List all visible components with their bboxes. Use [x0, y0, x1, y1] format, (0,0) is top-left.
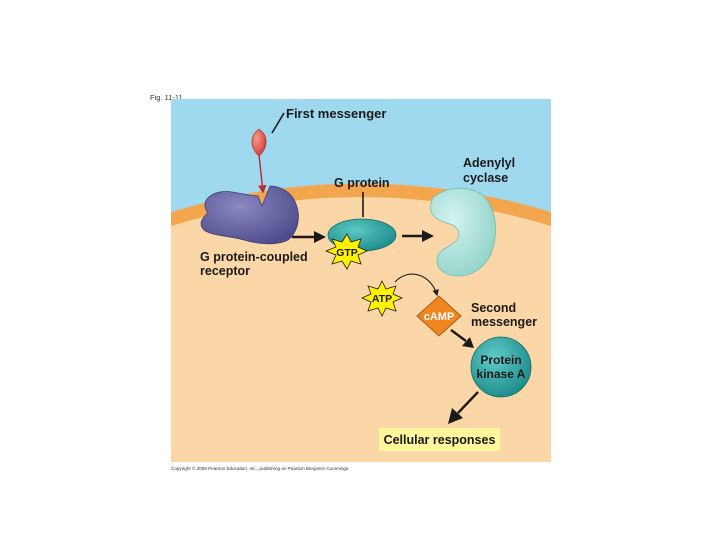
- arrow-receptor-to-gprotein: [292, 231, 326, 243]
- protein-kinase-a: Protein kinase A: [470, 336, 532, 398]
- g-protein-coupled-receptor: G protein-coupled receptor: [200, 185, 308, 278]
- gtp-label: GTP: [336, 247, 358, 259]
- arrow-atp-to-camp: [394, 273, 439, 297]
- first-messenger: First messenger: [251, 106, 386, 194]
- g-protein-label: G protein: [334, 176, 390, 190]
- cellular-responses: Cellular responses: [379, 428, 500, 451]
- figure-label: Fig. 11-11: [150, 93, 183, 102]
- atp-label: ATP: [372, 293, 392, 305]
- cellular-responses-label: Cellular responses: [384, 433, 496, 447]
- receptor-label-line1: G protein-coupled: [200, 250, 308, 264]
- adenylyl-cyclase: Adenylyl cyclase: [430, 156, 515, 277]
- atp-starburst: ATP: [361, 280, 403, 317]
- receptor-label-line2: receptor: [200, 264, 250, 278]
- protein-kinase-label-line2: kinase A: [477, 367, 526, 381]
- camp-label: cAMP: [424, 311, 455, 323]
- adenylyl-cyclase-label-line1: Adenylyl: [463, 156, 515, 170]
- protein-kinase-label-line1: Protein: [480, 353, 521, 367]
- extracellular-space: [171, 99, 551, 212]
- arrow-camp-to-kinase: [450, 329, 474, 348]
- diagram-panel: [171, 99, 551, 462]
- copyright-text: Copyright © 2008 Pearson Education, Inc.…: [171, 465, 350, 471]
- arrow-gprotein-to-cyclase: [402, 230, 434, 242]
- arrow-kinase-to-responses: [448, 391, 479, 424]
- adenylyl-cyclase-label-line2: cyclase: [463, 171, 508, 185]
- camp-second-messenger: cAMP Second messenger: [416, 295, 537, 337]
- second-messenger-label-line1: Second: [471, 301, 516, 315]
- second-messenger-label-line2: messenger: [471, 315, 537, 329]
- first-messenger-label: First messenger: [286, 106, 386, 121]
- gtp-starburst: GTP: [324, 233, 368, 270]
